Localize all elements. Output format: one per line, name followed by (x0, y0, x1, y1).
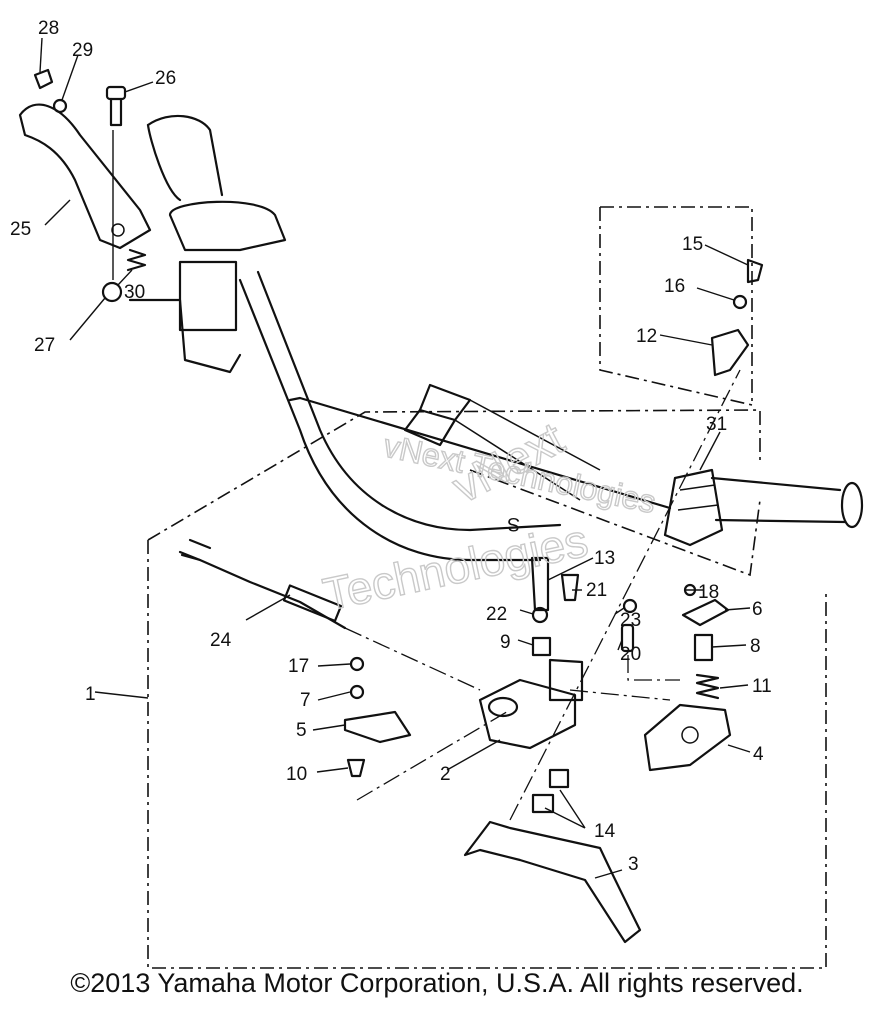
bolt-13 (530, 556, 550, 612)
lever-25 (18, 103, 152, 250)
callout-20: 20 (620, 644, 641, 665)
callout-2: 2 (440, 764, 451, 785)
frame-kit-1 (147, 409, 827, 969)
callout-4: 4 (753, 744, 764, 765)
screw-10 (346, 758, 366, 778)
screw-15 (746, 258, 764, 284)
callout-25: 25 (10, 219, 31, 240)
bolt-26 (105, 85, 127, 127)
plate-5 (343, 710, 412, 744)
callout-31: 31 (706, 414, 727, 435)
callout-s: S (507, 513, 520, 534)
callout-14: 14 (594, 821, 616, 842)
callout-30: 30 (124, 282, 145, 303)
plate-6 (681, 598, 730, 627)
switch-bracket-4 (643, 703, 732, 772)
callout-29: 29 (72, 40, 93, 61)
pin-8 (693, 633, 714, 662)
screw-17 (349, 656, 365, 672)
bracket-2 (478, 658, 584, 750)
callout-26: 26 (155, 68, 176, 89)
callout-6: 6 (752, 599, 763, 620)
nut-27 (101, 281, 123, 303)
washer-22 (531, 606, 549, 624)
ball-23 (622, 598, 638, 614)
pin-20 (620, 623, 635, 653)
callout-7: 7 (300, 690, 311, 711)
switch-cable-24 (178, 538, 347, 630)
callout-10: 10 (286, 764, 307, 785)
callout-9: 9 (500, 632, 511, 653)
callout-3: 3 (628, 854, 639, 875)
callout-8: 8 (750, 636, 761, 657)
switch-housing-31 (403, 383, 724, 547)
bolt-28 (33, 68, 54, 90)
callout-24: 24 (210, 630, 232, 651)
callout-22: 22 (486, 604, 507, 625)
washer-16 (732, 294, 748, 310)
callout-27: 27 (34, 335, 55, 356)
callout-21: 21 (586, 580, 607, 601)
lever-3 (463, 820, 642, 944)
callout-28: 28 (38, 18, 59, 39)
nuts-14 (531, 768, 570, 814)
frame-kit-12 (599, 206, 753, 406)
callout-1: 1 (85, 684, 96, 705)
callout-17: 17 (288, 656, 309, 677)
callout-11: 11 (752, 676, 772, 697)
callout-12: 12 (636, 326, 657, 347)
callout-15: 15 (682, 234, 703, 255)
bolt-21 (560, 573, 580, 602)
callout-16: 16 (664, 276, 685, 297)
copyright-notice: ©2013 Yamaha Motor Corporation, U.S.A. A… (70, 968, 804, 998)
spring-11 (695, 673, 720, 700)
nut-9 (531, 636, 552, 657)
handlebar (128, 114, 864, 562)
callout-5: 5 (296, 720, 307, 741)
callout-18: 18 (698, 582, 719, 603)
callout-13: 13 (594, 548, 615, 569)
washer-29 (52, 98, 68, 114)
clamp-12 (710, 328, 750, 377)
frame-switch (469, 469, 761, 577)
callout-23: 23 (620, 610, 641, 631)
washer-7 (349, 684, 365, 700)
spring-30 (126, 248, 147, 272)
